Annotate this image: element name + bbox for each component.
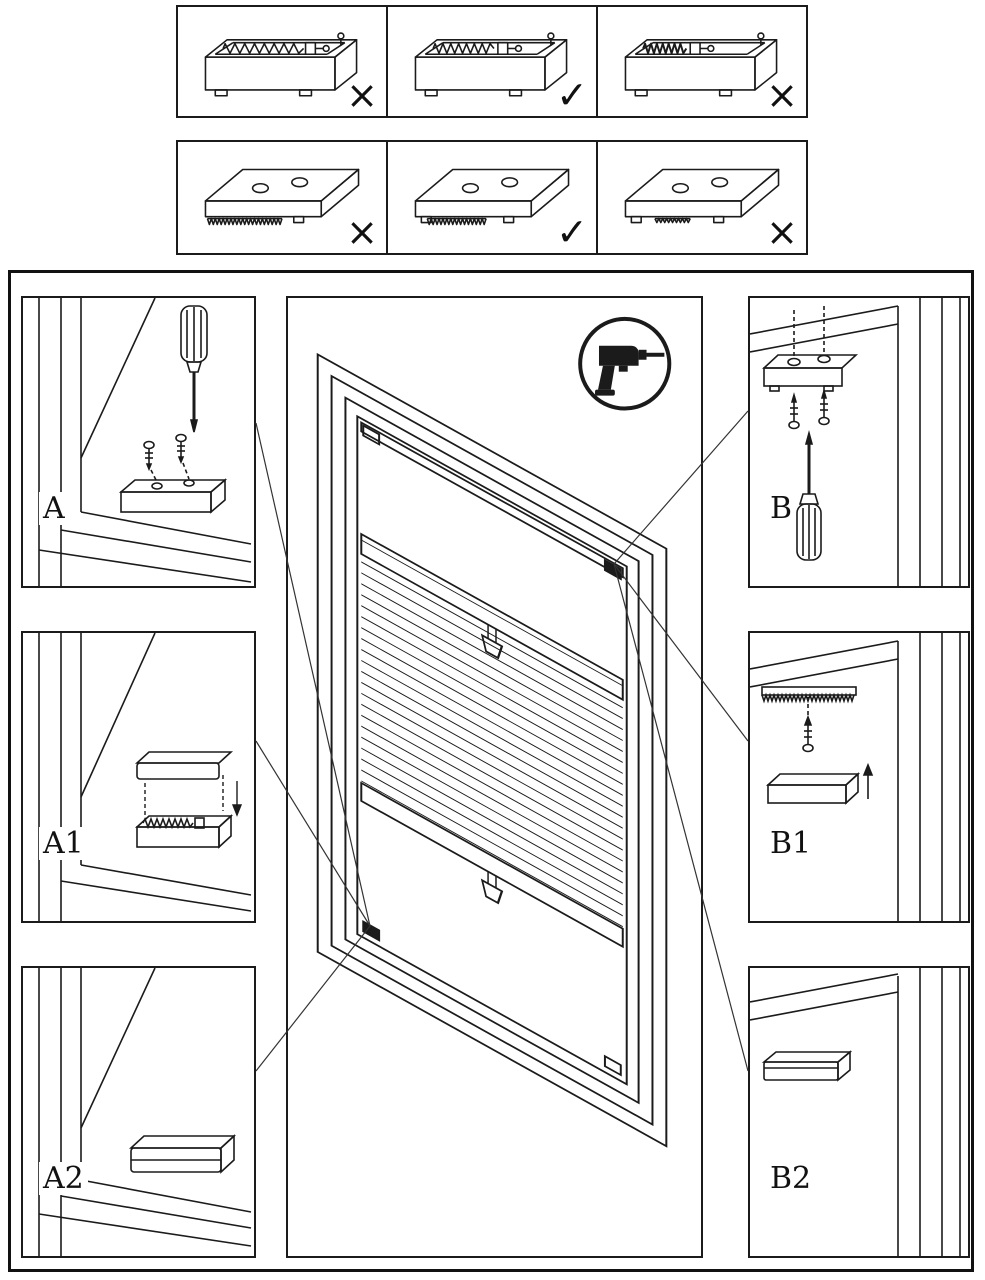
plate-teeth-retracted-illustration — [624, 168, 780, 224]
plate-panel-wrong-1: × — [176, 140, 388, 255]
top-mounting-plate — [761, 306, 859, 392]
tooth-strip — [761, 686, 857, 704]
screwdriver-icon — [180, 305, 208, 433]
wrong-mark: × — [346, 210, 378, 254]
window-head-frame — [750, 633, 961, 921]
spring-comparison-row: × — [176, 5, 808, 118]
callout-label-A: A — [39, 492, 69, 525]
arrow-up-icon — [862, 762, 874, 776]
callout-label-B2: B2 — [766, 1162, 816, 1195]
spring-correct-illustration — [414, 32, 568, 97]
callout-panel-A: A — [21, 296, 256, 588]
plate-teeth-correct-illustration — [414, 168, 570, 226]
wrong-mark: × — [766, 73, 798, 117]
correct-mark: ✓ — [556, 73, 588, 117]
plate-panel-wrong-2: × — [596, 140, 808, 255]
blind-handle — [480, 624, 504, 905]
corner-bracket-bottom-left — [362, 919, 381, 942]
callout-label-A1: A1 — [39, 827, 88, 860]
callout-label-B1: B1 — [766, 827, 816, 860]
spring-over-extended-illustration — [204, 32, 358, 97]
plate-panel-correct: ✓ — [386, 140, 598, 255]
screw-icon — [788, 388, 830, 430]
top-bracket-screw-fixing-illustration — [750, 298, 961, 586]
window-head-frame — [750, 298, 961, 586]
callout-panel-A1: A1 — [21, 631, 256, 923]
spring-over-compressed-illustration — [624, 32, 778, 97]
bottom-bracket-screw-fixing-illustration — [38, 298, 252, 586]
callout-panel-B1: B1 — [748, 631, 970, 923]
pleated-blind — [360, 420, 624, 1077]
installation-overview-box: A — [8, 270, 974, 1272]
window-corner-frame — [38, 968, 252, 1256]
top-bracket-clip-assembly-illustration — [750, 633, 961, 921]
callout-panel-B2: B2 — [748, 966, 970, 1258]
window-corner-frame — [38, 633, 252, 921]
top-bracket-installed-illustration — [750, 968, 961, 1256]
callout-label-B: B — [766, 492, 797, 525]
callout-label-A2: A2 — [39, 1162, 88, 1195]
window-with-pleated-blind-illustration — [316, 316, 672, 1148]
arrow-down-icon — [231, 804, 243, 817]
spring-bracket — [134, 814, 234, 849]
plate-teeth-out-illustration — [204, 168, 360, 226]
plate-comparison-row: × ✓ — [176, 140, 808, 255]
wrong-mark: × — [346, 73, 378, 117]
alignment-guides — [144, 775, 243, 817]
callout-panel-A2: A2 — [21, 966, 256, 1258]
screw-icon — [143, 433, 190, 483]
spring-panel-correct: ✓ — [386, 5, 598, 118]
drill-icon — [595, 345, 665, 396]
spring-panel-wrong-2: × — [596, 5, 808, 118]
window-frame — [316, 352, 668, 1148]
correct-mark: ✓ — [556, 210, 588, 254]
wrong-mark: × — [766, 210, 798, 254]
drill-badge — [578, 316, 672, 411]
clip-bracket — [765, 762, 874, 805]
bottom-bracket-cover-assembly-illustration — [38, 633, 252, 921]
spring-panel-wrong-1: × — [176, 5, 388, 118]
window-overview-panel — [286, 296, 703, 1258]
screwdriver-icon — [796, 429, 822, 561]
window-corner-frame — [38, 298, 252, 586]
callout-panel-B: B — [748, 296, 970, 588]
bottom-bracket — [118, 478, 228, 514]
installed-top-bracket — [761, 1050, 853, 1082]
bottom-bracket-installed-illustration — [38, 968, 252, 1256]
screw-icon — [802, 697, 814, 753]
window-head-frame — [750, 968, 961, 1256]
corner-bracket-bottom-right — [603, 1054, 622, 1077]
installed-bottom-bracket — [128, 1134, 237, 1174]
bracket-cover — [134, 751, 234, 780]
